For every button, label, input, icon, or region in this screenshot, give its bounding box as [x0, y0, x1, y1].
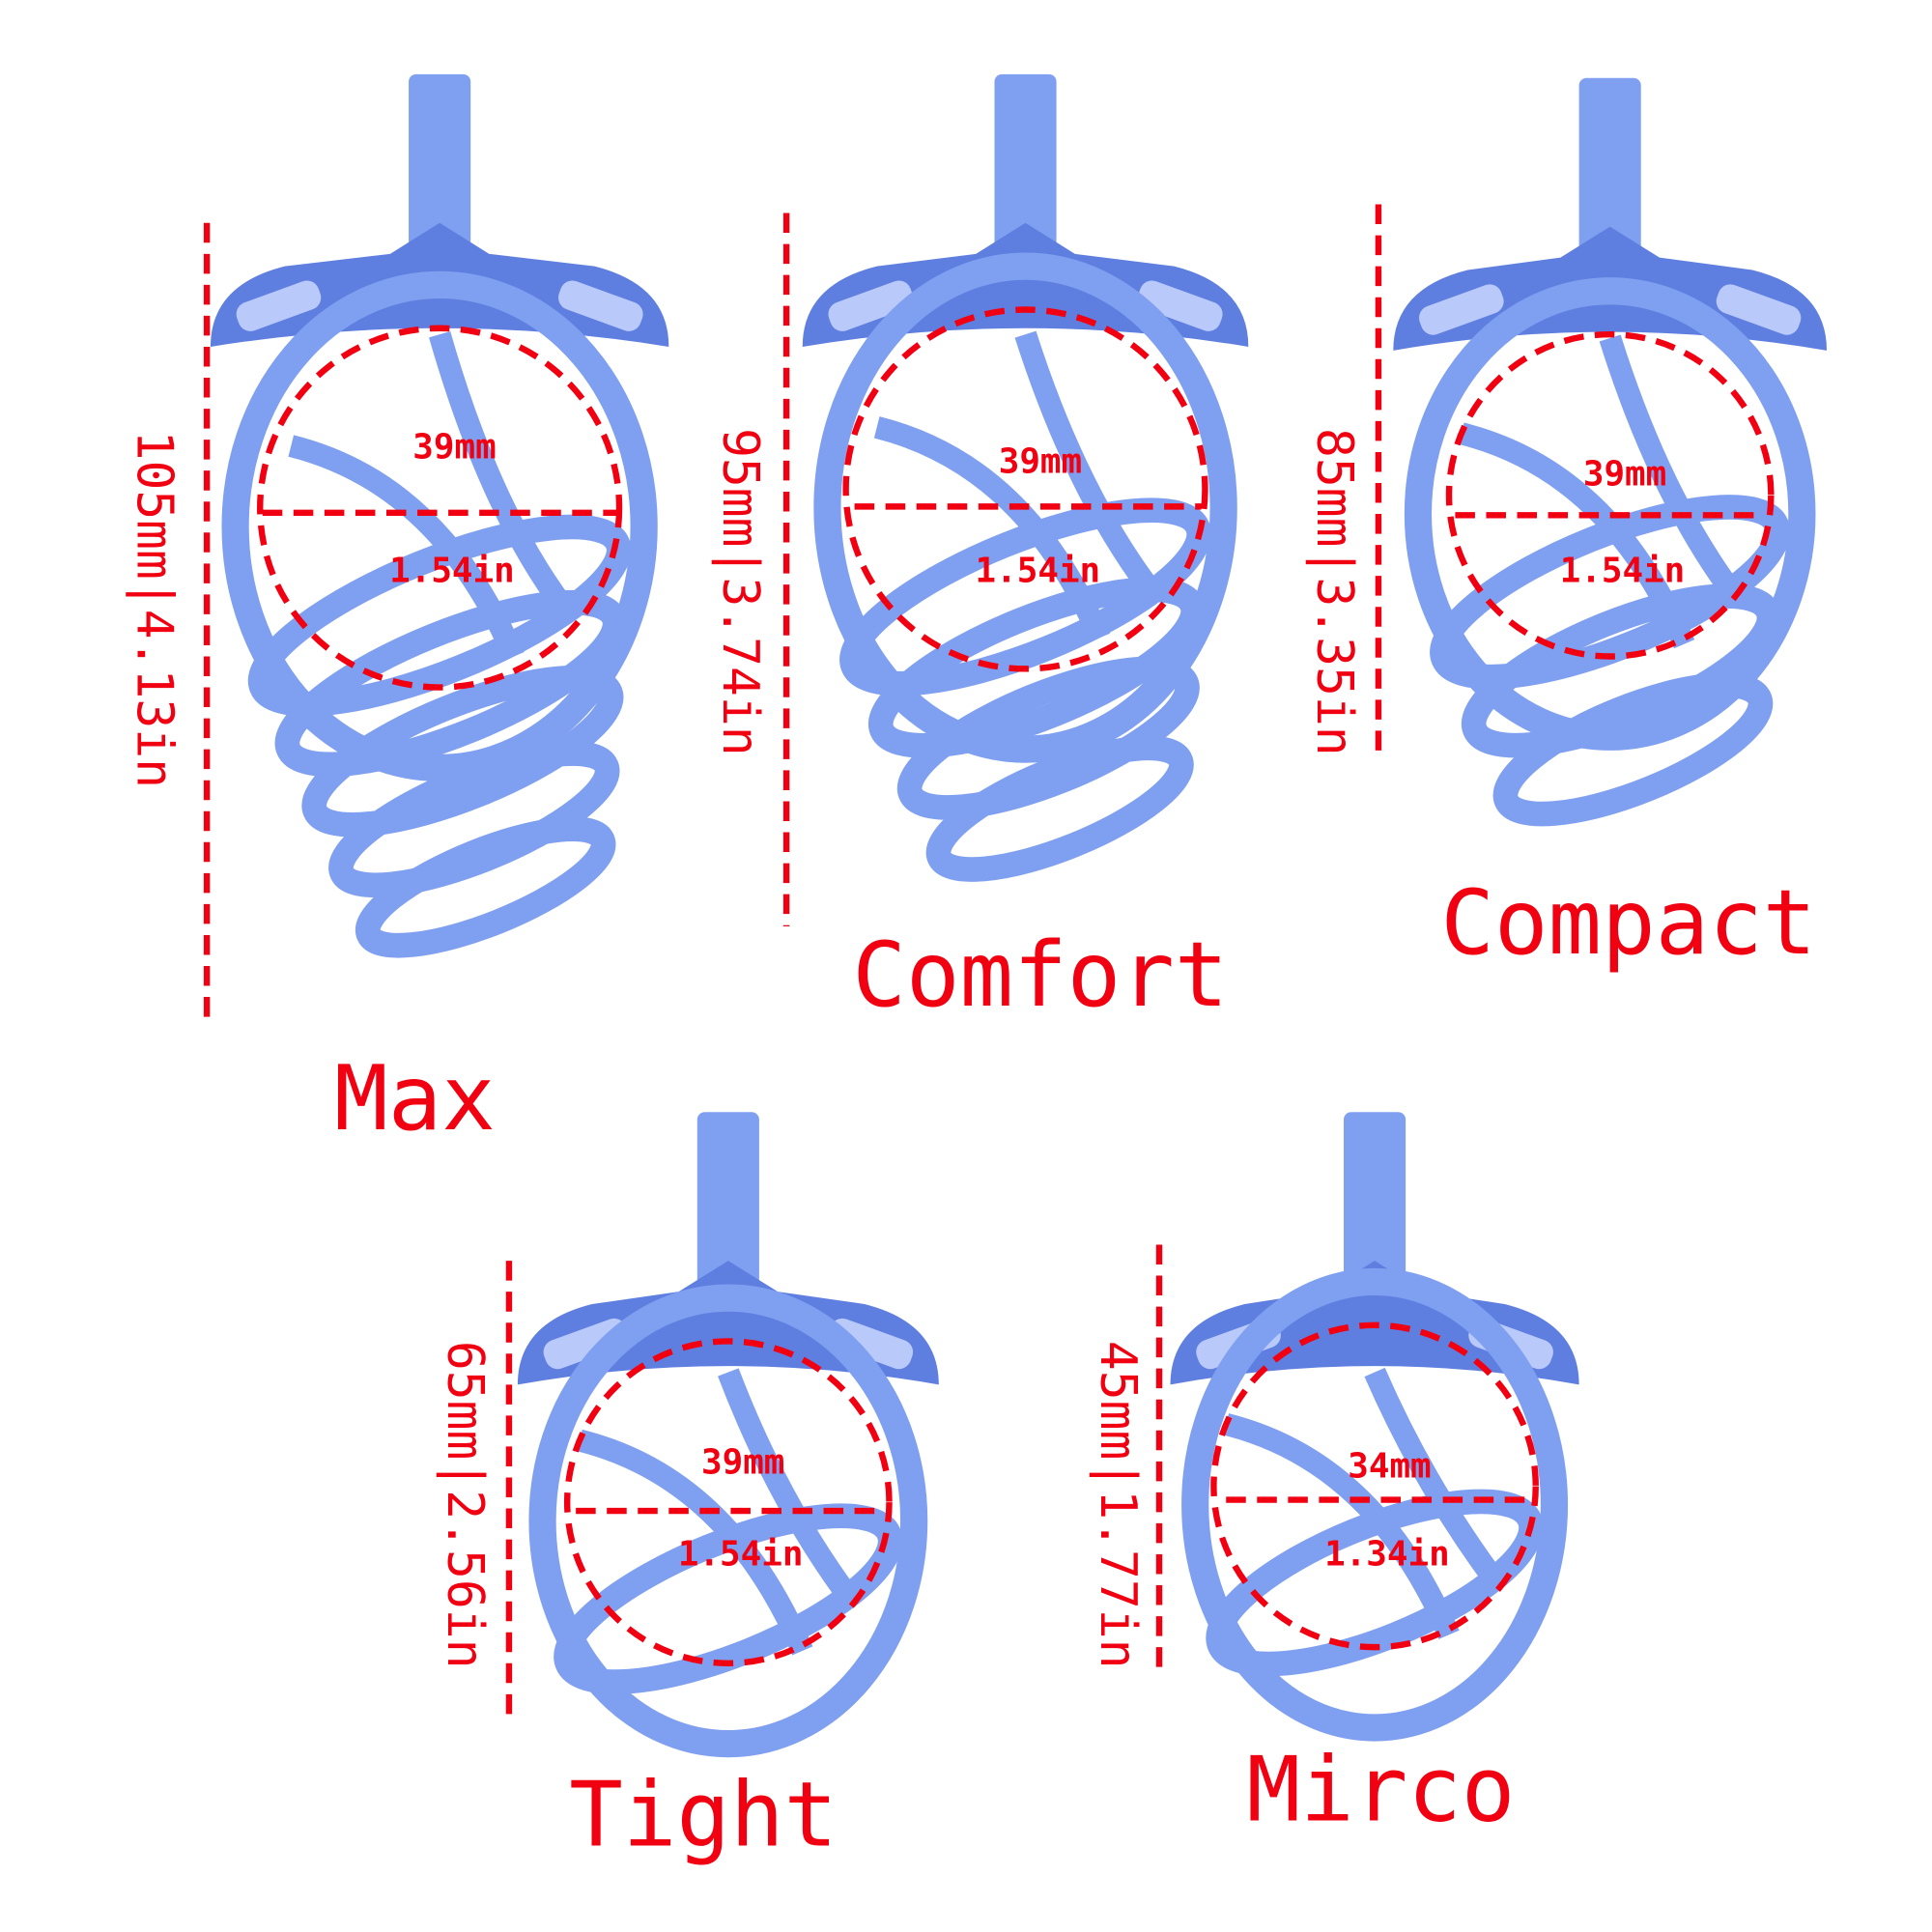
cage-pad-right [1137, 280, 1223, 331]
diameter-mm-label: 39mm [999, 442, 1082, 482]
cage-pad-left [543, 1318, 629, 1370]
cage-pad-left [1419, 284, 1504, 335]
cage-image [1170, 1112, 1579, 1742]
cage-bar [1599, 334, 1744, 602]
cage-coil [867, 577, 1206, 758]
diameter-in-label: 1.54in [389, 552, 515, 591]
diameter-circle [1210, 1321, 1539, 1651]
height-label: 105mm|4.13in [125, 431, 183, 788]
cage-coil [839, 497, 1211, 696]
cage-tab [1344, 1112, 1406, 1317]
diameter-in-label: 1.54in [976, 552, 1101, 591]
cage-image [517, 1112, 939, 1758]
height-label: 45mm|1.77in [1089, 1341, 1147, 1669]
cage-tab [1578, 77, 1641, 283]
cage-bar [1014, 330, 1158, 595]
cage-image [1393, 77, 1828, 827]
cage-bar [718, 1368, 862, 1608]
model-name-label: Max [334, 1046, 496, 1151]
diameter-circle [842, 306, 1208, 672]
model-name-label: Tight [569, 1762, 838, 1866]
cage-ring [221, 270, 658, 781]
height-label: 85mm|3.35in [1305, 428, 1363, 756]
cage-coil [896, 656, 1200, 820]
cage-pad-right [1716, 284, 1802, 335]
diameter-mm-label: 39mm [412, 427, 496, 467]
diameter-mm-label: 39mm [701, 1443, 784, 1483]
cage-coil [925, 735, 1194, 882]
cage-pad-left [828, 280, 914, 331]
diameter-in-label: 1.54in [678, 1535, 804, 1575]
cage-bar [873, 416, 1111, 642]
cage-bar [1364, 1367, 1508, 1592]
cage-coil [1430, 495, 1791, 690]
cage-tab [994, 73, 1057, 279]
height-label: 65mm|2.56in [436, 1341, 494, 1669]
cage-coil [355, 816, 616, 958]
diameter-in-label: 1.54in [1560, 552, 1686, 591]
model-name-label: Comfort [852, 923, 1228, 1027]
cage-bar [429, 330, 573, 614]
cage-pad-right [557, 280, 643, 331]
cage-ring [813, 252, 1237, 763]
diameter-in-label: 1.34in [1324, 1535, 1450, 1575]
cage-base-bar [802, 222, 1249, 347]
cage-bar [1459, 422, 1695, 649]
cage-coil [274, 589, 628, 778]
cage-image [802, 73, 1249, 882]
cage-ring [528, 1284, 928, 1758]
model-name-label: Mirco [1247, 1738, 1516, 1842]
cage-ring [1181, 1267, 1569, 1742]
diameter-circle [257, 325, 623, 691]
cage-coil [1492, 672, 1774, 827]
cage-coil [1461, 583, 1782, 758]
cage-tab [409, 73, 471, 279]
model-name-label: Compact [1440, 870, 1816, 975]
cage-image [210, 73, 669, 958]
diameter-mm-label: 39mm [1583, 455, 1666, 495]
diameter-circle [1445, 330, 1775, 660]
diameter-mm-label: 34mm [1348, 1446, 1431, 1486]
cage-pad-right [828, 1318, 914, 1370]
cage-bar [1223, 1413, 1460, 1639]
diameter-circle [563, 1338, 893, 1667]
height-label: 95mm|3.74in [711, 428, 769, 756]
cage-tab [696, 1112, 759, 1317]
cage-pad-left [236, 280, 322, 331]
cage-bar [288, 435, 525, 662]
cage-coil [301, 666, 624, 838]
